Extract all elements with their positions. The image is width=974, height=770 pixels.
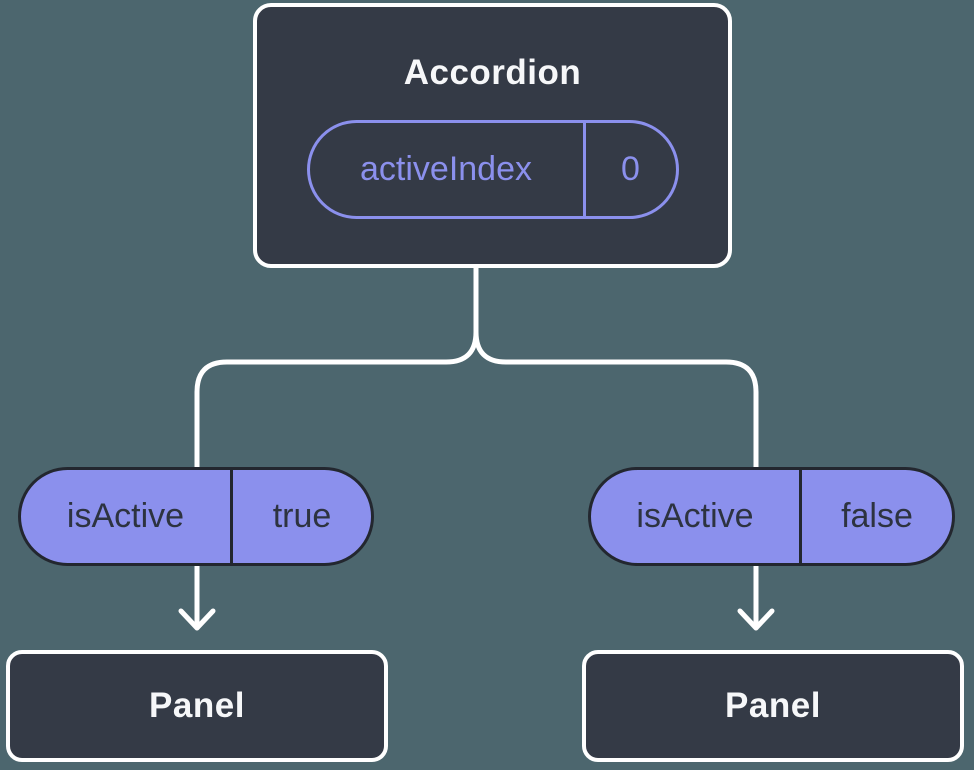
state-pill-value: 0 xyxy=(621,150,640,188)
panel-right-title: Panel xyxy=(725,686,821,725)
prop-pill-right: isActive false xyxy=(588,467,955,566)
pill-divider xyxy=(799,470,802,563)
prop-pill-right-value: false xyxy=(841,497,913,535)
pill-divider xyxy=(582,123,586,216)
prop-pill-left-name: isActive xyxy=(66,497,185,535)
state-pill: activeIndex 0 xyxy=(306,120,679,219)
panel-node-right: Panel xyxy=(582,650,964,762)
prop-pill-left-value: true xyxy=(272,497,332,535)
state-pill-name: activeIndex xyxy=(360,150,532,188)
panel-node-left: Panel xyxy=(6,650,388,762)
accordion-node-title: Accordion xyxy=(403,53,582,92)
panel-left-title: Panel xyxy=(149,686,245,725)
root-branch-left xyxy=(194,262,479,471)
prop-pill-right-name: isActive xyxy=(636,497,754,535)
arrow-left xyxy=(178,563,216,631)
root-branch-right xyxy=(473,329,759,471)
prop-pill-left: isActive true xyxy=(18,467,374,566)
accordion-node: Accordion activeIndex 0 xyxy=(253,3,732,268)
arrow-right xyxy=(737,563,775,631)
pill-divider xyxy=(230,470,233,563)
